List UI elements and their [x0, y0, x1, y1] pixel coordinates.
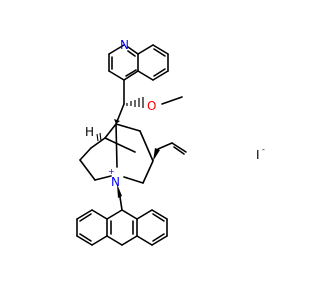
vinyl-group: [153, 142, 187, 161]
quinoline-ring: [108, 44, 169, 81]
iodide-charge-label: -: [262, 145, 265, 154]
bridgehead-hydrogen-label: H: [85, 125, 94, 139]
quinuclidine-cage: [79, 103, 154, 184]
iodide-label: I: [256, 148, 260, 162]
structure-drawing: N O H N + I -: [76, 38, 265, 246]
anthracene-ring: [76, 209, 168, 246]
quinoline-nitrogen-label: N: [120, 38, 129, 52]
ammonium-nitrogen-label: N: [111, 175, 120, 189]
anthracenylmethyl-group: [117, 184, 123, 211]
molecule-diagram: N O H N + I -: [76, 38, 265, 246]
methoxy-oxygen-label: O: [147, 99, 156, 113]
ammonium-charge-label: +: [108, 167, 115, 176]
methoxy-group: [123, 79, 183, 108]
methyl-bond: [161, 96, 183, 105]
